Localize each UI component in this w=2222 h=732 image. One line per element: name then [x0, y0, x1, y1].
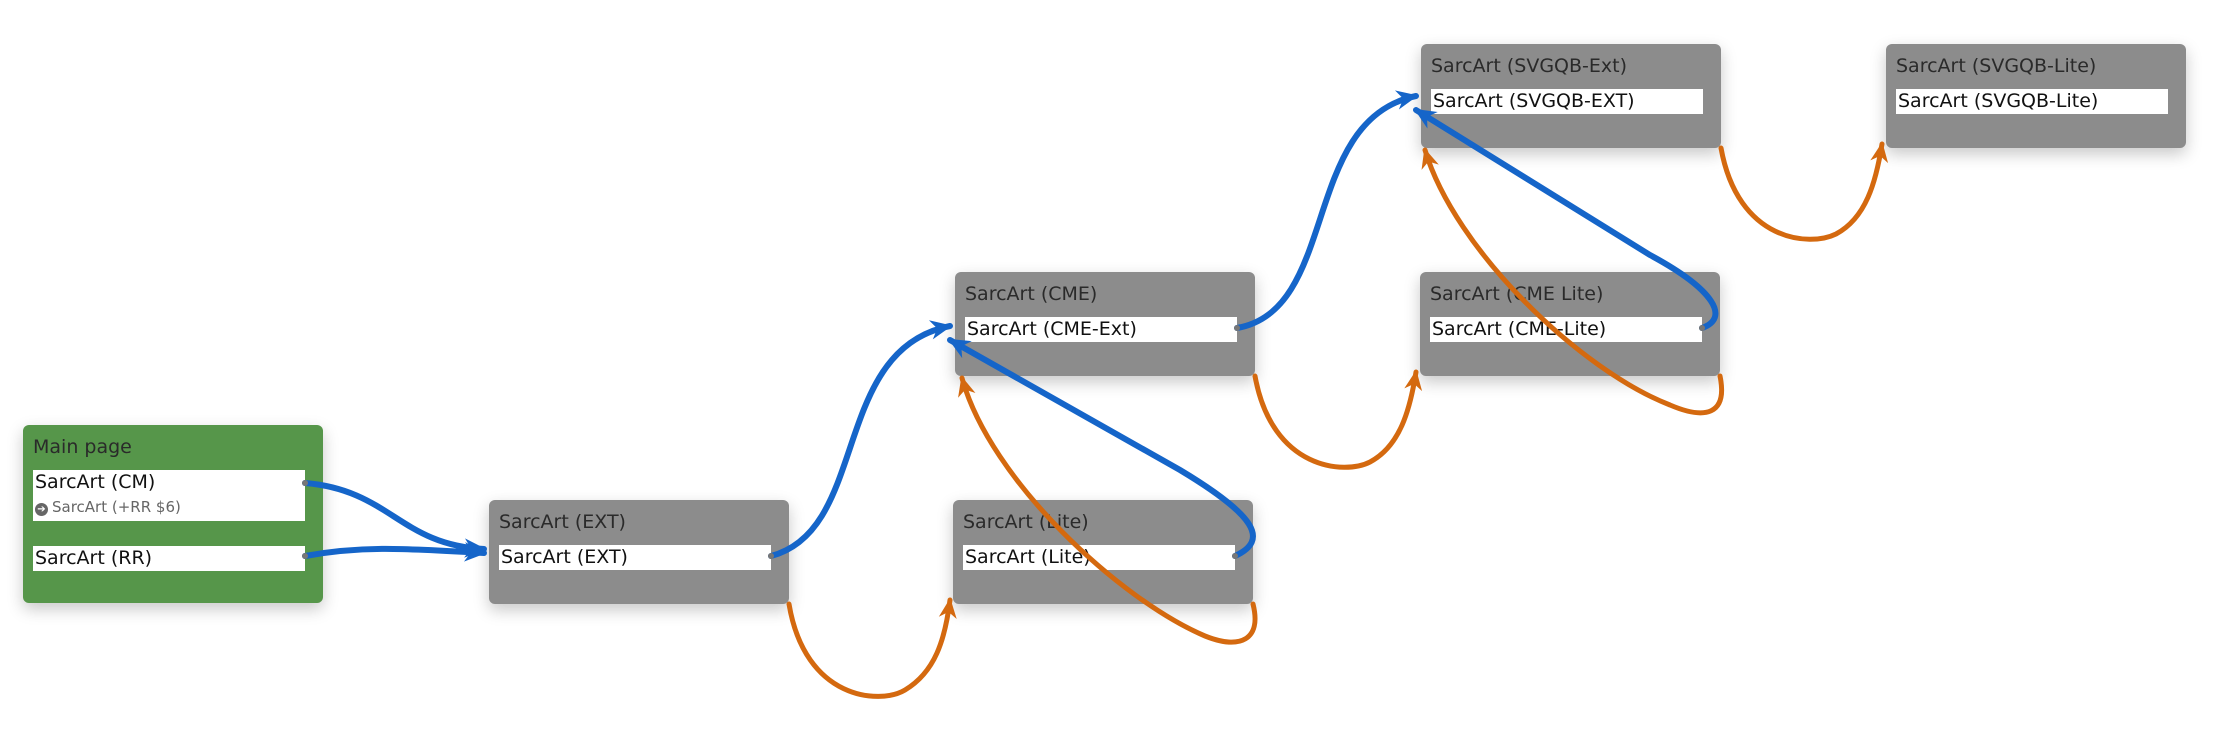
node-row-sarcart-cme-ext[interactable]: SarcArt (CME-Ext) [965, 317, 1237, 342]
node-row-sarcart-cm[interactable]: SarcArt (CM) ➔ SarcArt (+RR $6) [33, 470, 305, 521]
node-row-sarcart-svgqb-lite[interactable]: SarcArt (SVGQB-Lite) [1896, 89, 2168, 114]
node-sarcart-cme[interactable]: SarcArt (CME) SarcArt (CME-Ext) [955, 272, 1255, 376]
arrow-circle-right-icon: ➔ [35, 503, 48, 516]
edge-cme-decline-to-cme-lite [1252, 369, 1423, 470]
node-title: SarcArt (SVGQB-Ext) [1431, 55, 1627, 77]
node-row-sarcart-ext[interactable]: SarcArt (EXT) [499, 545, 771, 570]
node-title: Main page [33, 436, 132, 458]
node-main-page[interactable]: Main page SarcArt (CM) ➔ SarcArt (+RR $6)… [23, 425, 323, 603]
node-sarcart-lite[interactable]: SarcArt (Lite) SarcArt (Lite) [953, 500, 1253, 604]
row-label: SarcArt (CM) [35, 471, 156, 493]
port-out-ext[interactable] [768, 553, 774, 559]
port-out-lite[interactable] [1232, 553, 1238, 559]
port-out-cme-ext[interactable] [1234, 325, 1240, 331]
row-label: SarcArt (CME-Lite) [1432, 318, 1607, 340]
node-row-sarcart-cme-lite[interactable]: SarcArt (CME-Lite) [1430, 317, 1702, 342]
port-out-cm[interactable] [302, 480, 308, 486]
node-title: SarcArt (Lite) [963, 511, 1089, 533]
row-label: SarcArt (SVGQB-Lite) [1898, 90, 2099, 112]
row-label: SarcArt (RR) [35, 547, 153, 569]
node-sarcart-cme-lite[interactable]: SarcArt (CME Lite) SarcArt (CME-Lite) [1420, 272, 1720, 376]
node-row-sarcart-svgqb-ext[interactable]: SarcArt (SVGQB-EXT) [1431, 89, 1703, 114]
node-row-sarcart-rr[interactable]: SarcArt (RR) [33, 546, 305, 571]
edge-rr-to-ext [302, 542, 487, 562]
edge-cm-to-ext [302, 480, 487, 558]
node-title: SarcArt (CME) [965, 283, 1098, 305]
node-row-sarcart-lite[interactable]: SarcArt (Lite) [963, 545, 1235, 570]
node-title: SarcArt (EXT) [499, 511, 626, 533]
port-out-cme-lite[interactable] [1699, 325, 1705, 331]
row-label: SarcArt (EXT) [501, 546, 628, 568]
row-label: SarcArt (SVGQB-EXT) [1433, 90, 1635, 112]
node-title: SarcArt (CME Lite) [1430, 283, 1604, 305]
row-sublabel-text: SarcArt (+RR $6) [52, 498, 181, 516]
row-label: SarcArt (Lite) [965, 546, 1091, 568]
node-title: SarcArt (SVGQB-Lite) [1896, 55, 2097, 77]
edge-ext-decline-to-lite [786, 597, 957, 699]
edge-svgqb-ext-decline-to-svgqb-lite [1718, 141, 1889, 242]
edge-cme-ext-to-svgqb-ext [1234, 90, 1419, 331]
row-sublabel: ➔ SarcArt (+RR $6) [35, 498, 181, 516]
port-out-rr[interactable] [302, 553, 308, 559]
node-sarcart-svgqb-ext[interactable]: SarcArt (SVGQB-Ext) SarcArt (SVGQB-EXT) [1421, 44, 1721, 148]
edge-ext-to-cme [768, 320, 953, 559]
node-sarcart-ext[interactable]: SarcArt (EXT) SarcArt (EXT) [489, 500, 789, 604]
node-sarcart-svgqb-lite[interactable]: SarcArt (SVGQB-Lite) SarcArt (SVGQB-Lite… [1886, 44, 2186, 148]
row-label: SarcArt (CME-Ext) [967, 318, 1137, 340]
